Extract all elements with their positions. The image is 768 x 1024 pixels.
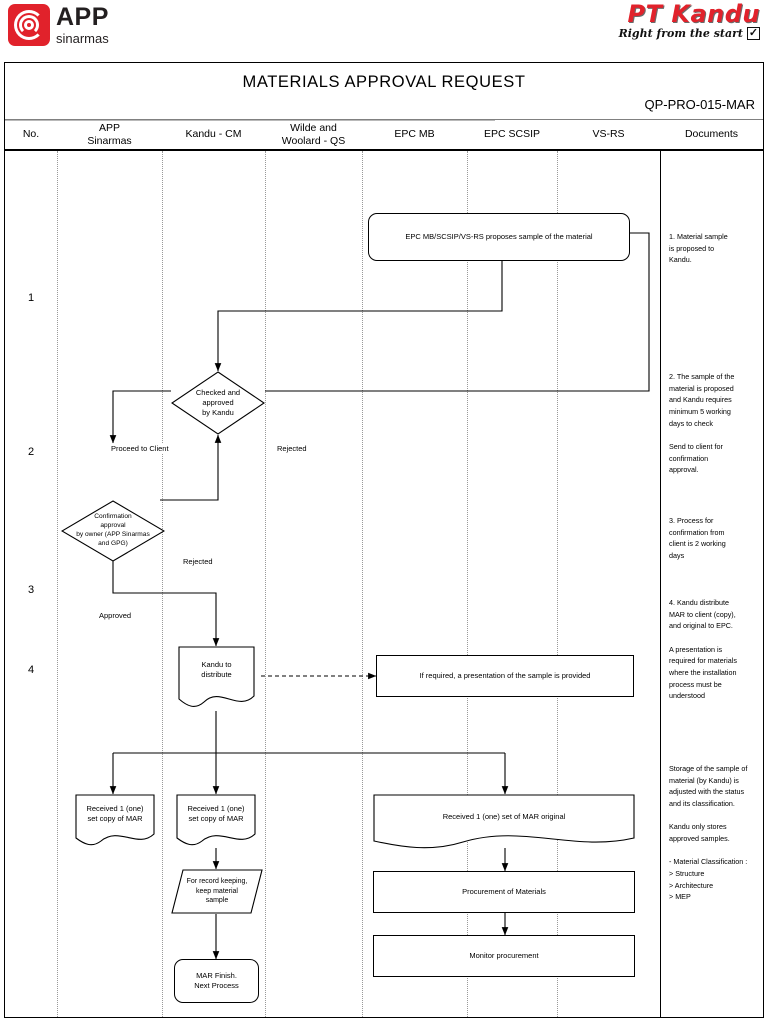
row-number: 1 (27, 292, 35, 304)
node-received-copy-mar-kandu[interactable]: Received 1 (one) set copy of MAR (176, 794, 256, 848)
lane-separator (557, 151, 558, 1017)
app-logo-text: APP (56, 3, 109, 31)
column-header-kandu-cm: Kandu - CM (185, 128, 242, 141)
edge-label-rejected-owner: Rejected (181, 557, 215, 566)
column-header-app: APP Sinarmas (87, 121, 132, 147)
row-number: 2 (27, 446, 35, 458)
document-note-3: 3. Process for confirmation from client … (669, 516, 726, 560)
node-label: Confirmation approval by owner (APP Sina… (76, 513, 150, 547)
node-monitor-procurement[interactable]: Monitor procurement (373, 935, 635, 977)
checkbox-icon: ✓ (747, 26, 760, 41)
node-label: Received 1 (one) set copy of MAR (187, 804, 245, 824)
column-header-no: No. (22, 128, 40, 141)
documents-column-divider (660, 151, 661, 1017)
document-note-4: 4. Kandu distribute MAR to client (copy)… (669, 598, 737, 701)
node-label: Checked and approved by Kandu (195, 387, 241, 418)
page-title: MATERIALS APPROVAL REQUEST (242, 73, 526, 91)
column-header-vs-rs: VS-RS (592, 128, 625, 141)
node-kandu-to-distribute[interactable]: Kandu to distribute (178, 646, 255, 711)
app-logo-subtext: sinarmas (56, 31, 109, 46)
edge-label-proceed-to-client: Proceed to Client (109, 444, 171, 453)
row-number: 4 (27, 664, 35, 676)
document-note-2: 2. The sample of the material is propose… (669, 372, 735, 475)
kandu-tagline: Right from the start (618, 27, 743, 41)
lane-separator (362, 151, 363, 1017)
node-record-keeping-sample[interactable]: For record keeping, keep material sample (171, 869, 263, 914)
lane-separator (57, 151, 58, 1017)
node-label: Received 1 (one) set copy of MAR (86, 804, 144, 824)
column-header-epc-scsip: EPC SCSIP (483, 128, 541, 141)
lane-separator (467, 151, 468, 1017)
document-note-1: 1. Material sample is proposed to Kandu. (669, 232, 728, 265)
row-number: 3 (27, 584, 35, 596)
pt-kandu-logo: PT Kandu Right from the start ✓ (618, 0, 760, 41)
node-label: Kandu to distribute (201, 660, 232, 680)
lane-separator (265, 151, 266, 1017)
app-spiral-icon (8, 4, 50, 46)
kandu-logo-text: PT Kandu (627, 0, 760, 28)
node-procurement-of-materials[interactable]: Procurement of Materials (373, 871, 635, 913)
document-code: QP-PRO-015-MAR (644, 97, 755, 112)
node-received-mar-original[interactable]: Received 1 (one) set of MAR original (373, 794, 635, 852)
logo-band: APP sinarmas PT Kandu Right from the sta… (0, 0, 768, 60)
column-header-documents: Documents (684, 128, 739, 141)
title-area: MATERIALS APPROVAL REQUEST QP-PRO-015-MA… (5, 63, 763, 119)
node-label: For record keeping, keep material sample (186, 878, 248, 905)
form-sheet: MATERIALS APPROVAL REQUEST QP-PRO-015-MA… (4, 62, 764, 1018)
node-propose-sample[interactable]: EPC MB/SCSIP/VS-RS proposes sample of th… (368, 213, 630, 261)
edge-label-approved: Approved (97, 611, 134, 620)
column-header-wilde-woolard: Wilde and Woolard - QS (281, 121, 346, 147)
flow-canvas: 1 2 3 4 EPC MB/SCSIP/VS-RS proposes samp… (5, 63, 763, 1019)
node-label: Received 1 (one) set of MAR original (442, 812, 566, 821)
node-presentation-if-required[interactable]: If required, a presentation of the sampl… (376, 655, 634, 697)
column-header-epc-mb: EPC MB (394, 128, 435, 141)
app-sinarmas-logo: APP sinarmas (8, 4, 109, 46)
node-checked-approved-by-kandu[interactable]: Checked and approved by Kandu (171, 371, 265, 435)
node-confirmation-approval-owner[interactable]: Confirmation approval by owner (APP Sina… (61, 500, 165, 562)
edge-label-rejected-kandu: Rejected (275, 444, 309, 453)
node-mar-finish-next-process[interactable]: MAR Finish. Next Process (174, 959, 259, 1003)
document-note-5: Storage of the sample of material (by Ka… (669, 764, 748, 902)
node-received-copy-mar-app[interactable]: Received 1 (one) set copy of MAR (75, 794, 155, 848)
